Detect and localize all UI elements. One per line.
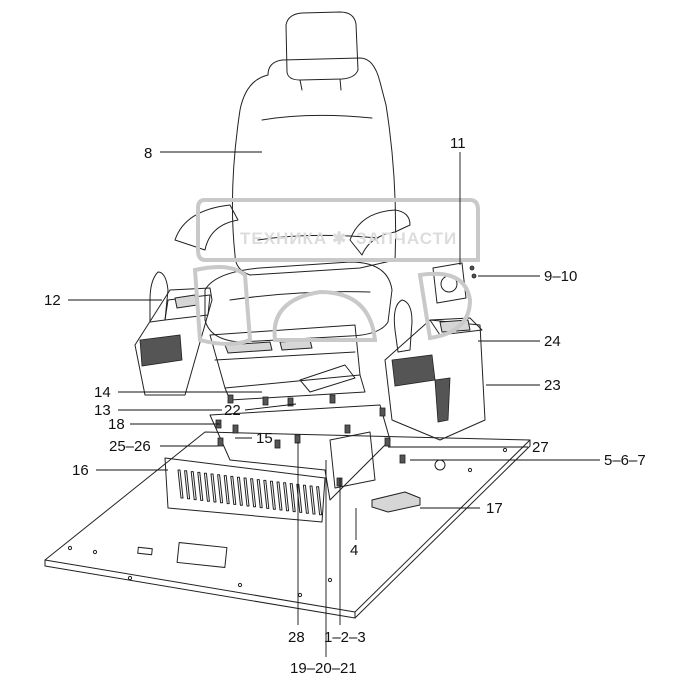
- grille-slot: [276, 481, 283, 511]
- grille-slot: [243, 477, 250, 507]
- grille-slot: [250, 478, 257, 508]
- seat-suspension: [209, 324, 366, 401]
- grille-slot: [316, 486, 323, 516]
- grille-slot: [230, 475, 237, 505]
- callout-9-10: 9–10: [544, 268, 577, 285]
- armrests: [174, 204, 411, 256]
- callout-18: 18: [108, 416, 125, 433]
- grille-slot: [289, 483, 296, 513]
- grille-slot: [263, 479, 270, 509]
- callout-25-26: 25–26: [109, 438, 151, 455]
- callout-16: 16: [72, 462, 89, 479]
- grille-slot: [283, 482, 290, 512]
- callout-24: 24: [544, 333, 561, 350]
- grille-slot: [184, 470, 191, 500]
- callout-23: 23: [544, 377, 561, 394]
- grille-slot: [309, 485, 316, 515]
- callout-19-20-21: 19–20–21: [290, 660, 357, 677]
- watermark-left-word: ТЕХНИКА: [240, 229, 327, 248]
- mounting-bracket: [209, 404, 391, 501]
- grille-slot: [203, 472, 210, 502]
- seat-cushion: [204, 261, 393, 343]
- grille-slot: [210, 473, 217, 503]
- grille-slot: [190, 471, 197, 501]
- grille-slot: [256, 479, 263, 509]
- grille-slot: [223, 475, 230, 505]
- callout-11: 11: [450, 135, 466, 152]
- fasteners: [215, 394, 406, 487]
- callout-1-2-3: 1–2–3: [324, 629, 366, 646]
- grille-slot: [217, 474, 224, 504]
- grille-slot: [269, 480, 276, 510]
- callout-17: 17: [486, 500, 503, 517]
- left-control-console: [134, 271, 213, 396]
- grille-slot: [177, 469, 184, 499]
- leader-lines: [68, 151, 600, 657]
- watermark-right-word: ЗАПЧАСТИ: [356, 229, 457, 248]
- grille-slot: [236, 476, 243, 506]
- callout-labels: 8 11 9–10 12 24 23 14 13 22 18 15 25–26 …: [44, 135, 646, 677]
- callout-22: 22: [224, 402, 241, 419]
- grille-panel: [164, 457, 326, 523]
- callout-12: 12: [44, 292, 61, 309]
- callout-5-6-7: 5–6–7: [604, 452, 646, 469]
- callout-14: 14: [94, 384, 111, 401]
- callout-8: 8: [144, 145, 152, 162]
- watermark: ТЕХНИКА ✱ ЗАПЧАСТИ: [192, 198, 480, 346]
- watermark-gear-icon: ✱: [332, 229, 347, 248]
- grille-slot: [302, 484, 309, 514]
- grille-slot: [197, 471, 204, 501]
- callout-13: 13: [94, 402, 111, 419]
- right-control-console: [384, 299, 486, 441]
- callout-28: 28: [288, 629, 305, 646]
- callout-15: 15: [256, 430, 273, 447]
- cover-plate: [371, 491, 421, 513]
- callout-4: 4: [350, 542, 358, 559]
- callout-27: 27: [532, 439, 549, 456]
